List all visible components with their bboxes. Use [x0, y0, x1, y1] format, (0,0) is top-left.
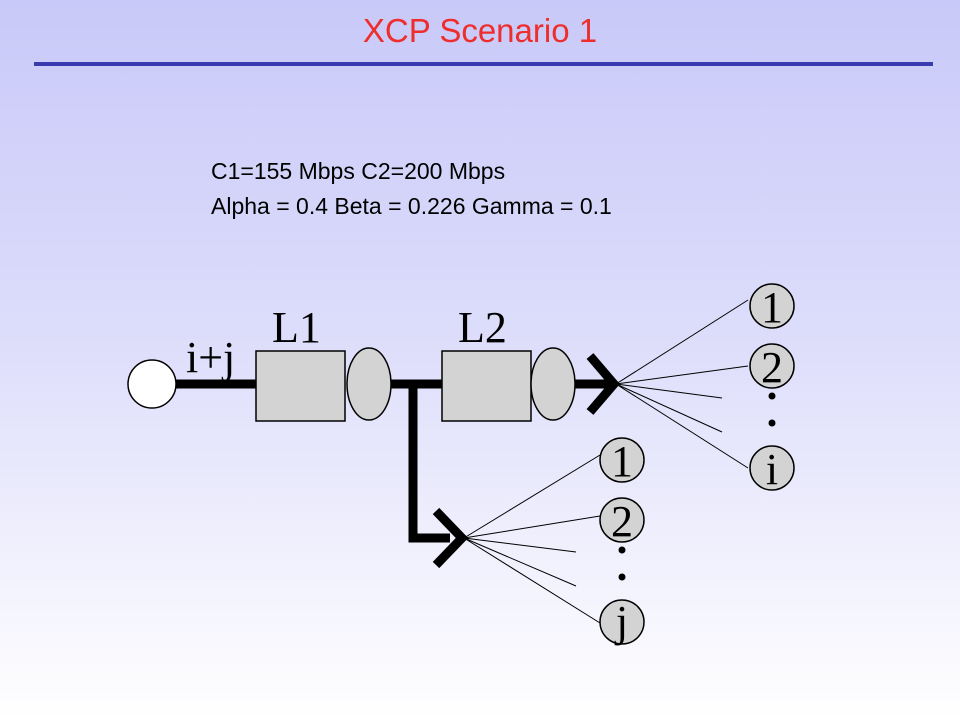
link1-label: L1 [272, 303, 321, 352]
title-underline [34, 62, 933, 66]
branch-link [408, 384, 450, 543]
router-l1-queue [346, 347, 392, 421]
receiver-j2-node [599, 497, 645, 543]
receiver-j1-node [599, 437, 645, 483]
group-i-fanout [615, 299, 749, 469]
branch-arrowhead [432, 507, 469, 569]
source-label: i+j [186, 333, 235, 382]
ellipsis-dot [768, 392, 776, 400]
receiver-jn-label: j [614, 597, 628, 646]
coefficients-line: Alpha = 0.4 Beta = 0.226 Gamma = 0.1 [211, 193, 612, 219]
ellipsis-dot [618, 546, 626, 554]
receiver-i1-node [749, 283, 795, 329]
receiver-j2-label: 2 [611, 497, 633, 546]
receiver-in-label: i [766, 445, 778, 494]
router-l2-box [441, 350, 532, 422]
downstream-arrowhead [586, 353, 620, 415]
source-node [127, 359, 177, 409]
receiver-in-node [749, 445, 795, 491]
receiver-i2-label: 2 [761, 343, 783, 392]
receiver-j1-label: 1 [611, 437, 633, 486]
ellipsis-dot [768, 419, 776, 427]
router-l1-box [255, 350, 346, 422]
capacity-line: C1=155 Mbps C2=200 Mbps [211, 158, 506, 184]
receiver-i1-label: 1 [761, 283, 783, 332]
receiver-jn-node [599, 599, 645, 645]
link2-label: L2 [458, 303, 507, 352]
group-j-fanout [463, 454, 601, 624]
receiver-i2-node [749, 343, 795, 389]
slide-title: XCP Scenario 1 [362, 12, 598, 49]
ellipsis-dot [618, 573, 626, 581]
parameters-text: C1=155 Mbps C2=200 Mbps Alpha = 0.4 Beta… [211, 154, 612, 224]
router-l2-queue [530, 347, 576, 421]
